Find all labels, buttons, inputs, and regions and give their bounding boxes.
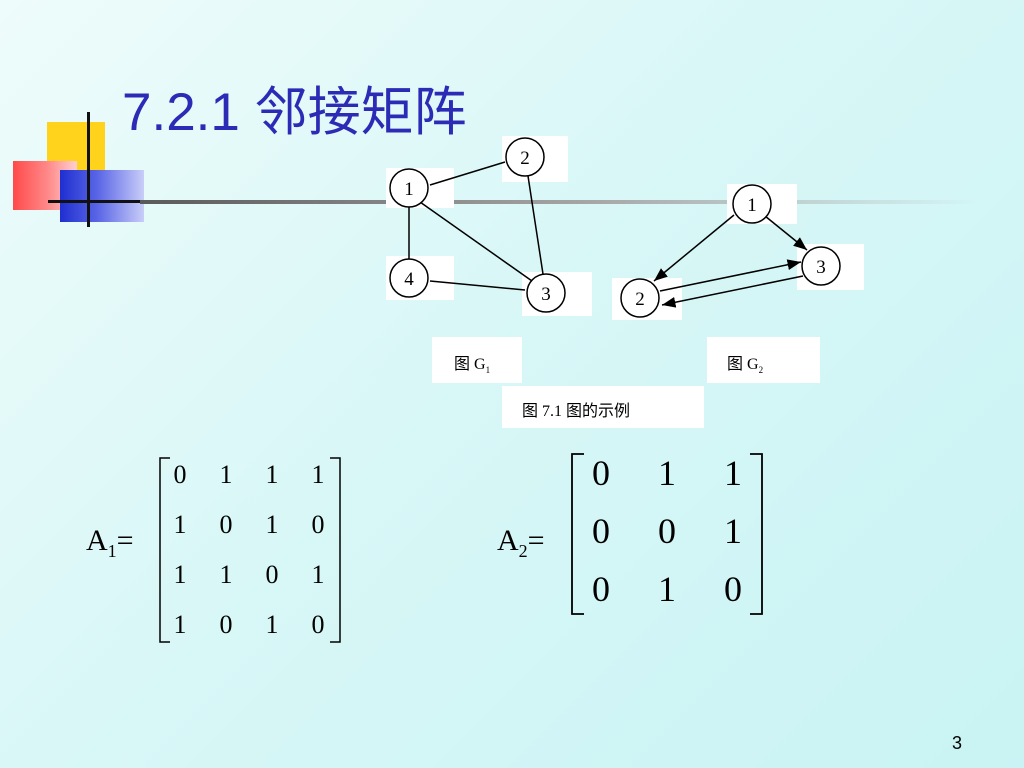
g2-node-2: 2 bbox=[620, 278, 660, 318]
title-underline bbox=[140, 200, 975, 204]
matrix-a1: 0 1 1 1 1 0 1 0 1 1 0 1 1 0 1 0 bbox=[150, 452, 350, 648]
matrix-a2-cell: 0 bbox=[592, 453, 610, 493]
matrix-a1-cell: 1 bbox=[265, 610, 279, 639]
g2-edge-2-3 bbox=[659, 259, 802, 292]
matrix-a1-cell: 0 bbox=[173, 460, 187, 489]
matrix-a1-cell: 0 bbox=[311, 510, 325, 539]
caption-g1: 图 G1 bbox=[454, 350, 490, 375]
g1-edge-1-2 bbox=[429, 161, 506, 186]
matrix-a1-label: A1= bbox=[86, 524, 134, 562]
vertical-line bbox=[87, 112, 90, 227]
matrix-a1-cell: 1 bbox=[173, 610, 187, 639]
horizontal-line bbox=[48, 200, 143, 203]
caption-g1-box: 图 G1 bbox=[432, 337, 522, 383]
g1-node-4: 4 bbox=[389, 258, 429, 298]
matrix-a2-cell: 0 bbox=[724, 569, 742, 609]
g1-node-2: 2 bbox=[505, 137, 545, 177]
matrix-a1-cell: 1 bbox=[219, 560, 233, 589]
matrix-a2-cell: 0 bbox=[592, 511, 610, 551]
g1-node-3: 3 bbox=[526, 273, 566, 313]
matrix-a2-label-sub: 2 bbox=[518, 541, 528, 561]
matrix-a1-cell: 0 bbox=[219, 510, 233, 539]
matrix-a2-cell: 1 bbox=[658, 453, 676, 493]
matrix-a2-brackets bbox=[571, 453, 763, 615]
matrix-a1-label-letter: A bbox=[86, 524, 108, 557]
g2-node-1: 1 bbox=[732, 184, 772, 224]
caption-g2-box: 图 G2 bbox=[707, 337, 820, 383]
matrix-a1-label-sub: 1 bbox=[107, 541, 117, 561]
matrix-a2-cell: 0 bbox=[658, 511, 676, 551]
g1-node-2-label: 2 bbox=[520, 148, 530, 169]
caption-main: 图 7.1 图的示例 bbox=[522, 403, 631, 420]
caption-g1-text: 图 G bbox=[454, 356, 486, 373]
matrix-a1-cell: 0 bbox=[265, 560, 279, 589]
matrix-a2-cell: 0 bbox=[592, 569, 610, 609]
matrix-a2-label: A2= bbox=[497, 524, 545, 562]
matrix-a1-cell: 0 bbox=[311, 610, 325, 639]
g1-edges bbox=[408, 161, 544, 291]
caption-main-box: 图 7.1 图的示例 bbox=[502, 386, 704, 428]
matrix-a1-right-bracket bbox=[330, 457, 341, 643]
matrix-a1-cell: 1 bbox=[173, 510, 187, 539]
caption-g2-text: 图 G bbox=[727, 356, 759, 373]
matrix-a2-label-equals: = bbox=[527, 524, 545, 557]
slide-title: 7.2.1 邻接矩阵 bbox=[122, 83, 467, 142]
matrix-a1-cell: 1 bbox=[219, 460, 233, 489]
caption-g2: 图 G2 bbox=[727, 350, 763, 375]
g2-edge-1-3 bbox=[764, 215, 808, 251]
matrix-a1-left-bracket bbox=[159, 457, 170, 643]
matrix-a2-label-letter: A bbox=[497, 524, 519, 557]
matrix-a2: 0 1 1 0 0 1 0 1 0 bbox=[562, 448, 772, 620]
g1-node-1-label: 1 bbox=[404, 179, 414, 200]
blue-square bbox=[60, 170, 144, 222]
matrix-a1-cell: 1 bbox=[265, 510, 279, 539]
g1-node-4-label: 4 bbox=[404, 269, 414, 290]
matrix-a2-cell: 1 bbox=[658, 569, 676, 609]
g1-node-1: 1 bbox=[389, 168, 429, 208]
g2-edges bbox=[653, 214, 808, 308]
g1-edge-4-3 bbox=[429, 280, 526, 291]
g1-node-3-label: 3 bbox=[541, 284, 551, 305]
matrix-a1-cell: 1 bbox=[311, 560, 325, 589]
matrix-a1-brackets bbox=[159, 457, 341, 643]
g2-edge-1-2 bbox=[653, 214, 735, 282]
caption-g1-sub: 1 bbox=[485, 365, 491, 376]
matrix-a2-cell: 1 bbox=[724, 511, 742, 551]
matrix-a1-cell: 1 bbox=[173, 560, 187, 589]
caption-g2-sub: 2 bbox=[758, 365, 764, 376]
matrix-a2-left-bracket bbox=[571, 453, 584, 615]
matrix-a2-right-bracket bbox=[750, 453, 763, 615]
g2-edge-3-2 bbox=[661, 275, 804, 308]
g1-edge-1-3 bbox=[419, 201, 533, 282]
g1-edge-2-3 bbox=[527, 175, 544, 275]
page-number: 3 bbox=[951, 733, 962, 753]
matrix-a1-cell: 1 bbox=[265, 460, 279, 489]
matrix-a1-cell: 0 bbox=[219, 610, 233, 639]
matrix-a1-cell: 1 bbox=[311, 460, 325, 489]
g2-node-3: 3 bbox=[801, 246, 841, 286]
matrix-a1-label-equals: = bbox=[116, 524, 134, 557]
matrix-a2-cell: 1 bbox=[724, 453, 742, 493]
g2-node-1-label: 1 bbox=[747, 195, 757, 216]
g2-node-2-label: 2 bbox=[635, 289, 645, 310]
g2-node-3-label: 3 bbox=[816, 257, 826, 278]
